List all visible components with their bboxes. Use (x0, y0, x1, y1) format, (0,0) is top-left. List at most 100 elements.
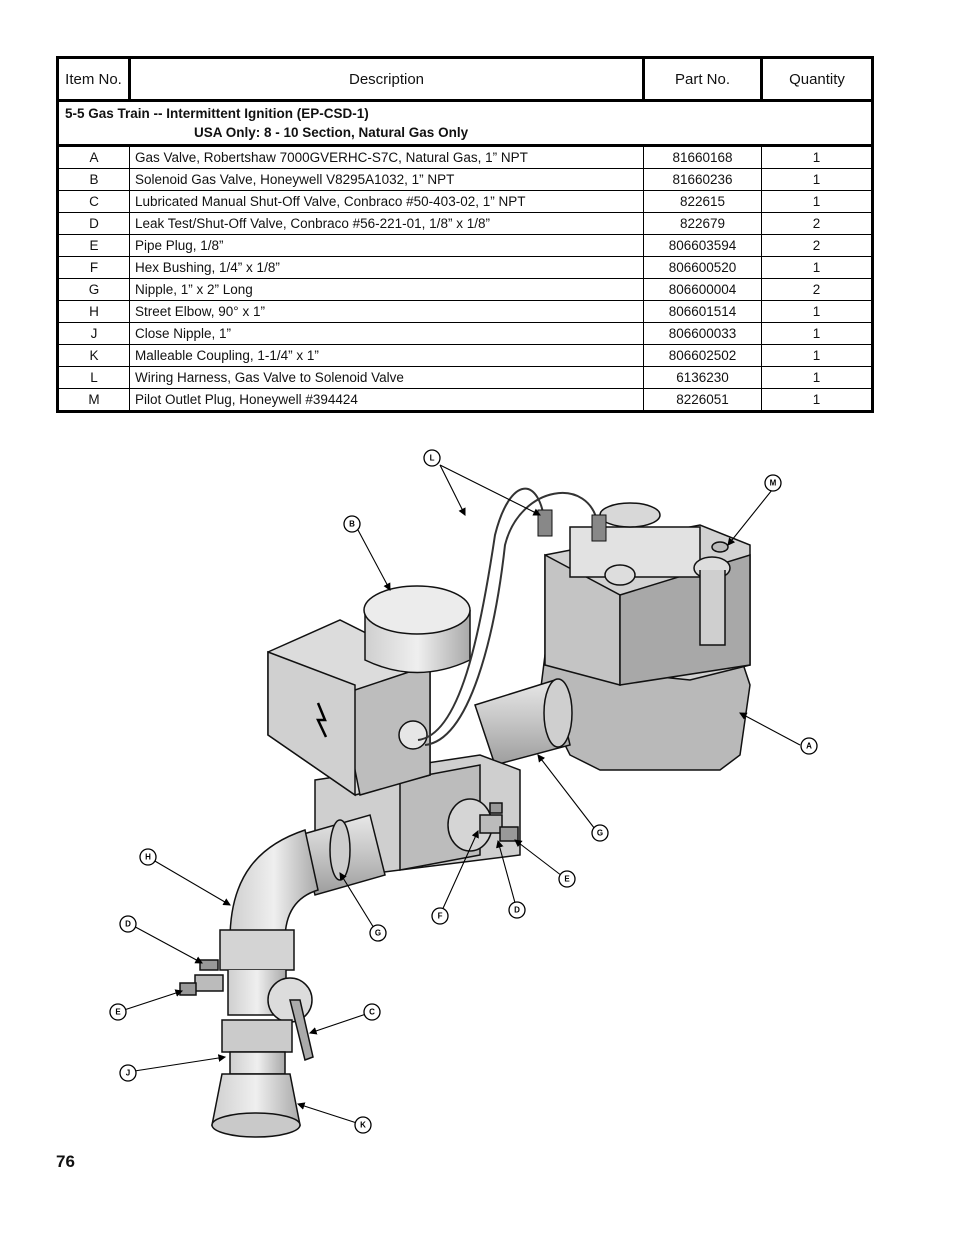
callout-leaders (117, 464, 801, 1126)
quantity-cell: 1 (761, 145, 873, 169)
quantity-cell: 2 (761, 278, 873, 301)
svg-text:D: D (514, 906, 520, 915)
part-no-cell: 822615 (643, 190, 762, 213)
part-no-cell: 806602502 (643, 344, 762, 367)
svg-text:A: A (806, 742, 812, 751)
part-no-cell: 6136230 (643, 366, 762, 389)
callout-labels: L M B A G H G F D E D E C J K (109, 449, 818, 1134)
item-no-cell: E (57, 234, 130, 257)
callout-K: K (354, 1116, 372, 1134)
pipe-assembly (179, 814, 386, 1138)
quantity-cell: 1 (761, 322, 873, 345)
wiring-harness (417, 487, 607, 746)
svg-text:J: J (126, 1069, 130, 1078)
item-no-cell: F (57, 256, 130, 279)
callout-J: J (119, 1064, 137, 1082)
description-cell: Pipe Plug, 1/8” (129, 234, 644, 257)
quantity-cell: 2 (761, 234, 873, 257)
part-no-cell: 806600520 (643, 256, 762, 279)
callout-D-right: D (508, 901, 526, 919)
svg-text:C: C (369, 1008, 375, 1017)
part-no-cell: 806600033 (643, 322, 762, 345)
svg-text:G: G (375, 929, 381, 938)
callout-E-left: E (109, 1003, 127, 1021)
item-no-cell: L (57, 366, 130, 389)
section-title-row: 5-5 Gas Train -- Intermittent Ignition (… (57, 100, 873, 147)
item-no-cell: C (57, 190, 130, 213)
callout-L: L (423, 449, 441, 467)
header-part-no: Part No. (642, 57, 763, 102)
quantity-cell: 1 (761, 168, 873, 191)
svg-text:D: D (125, 920, 131, 929)
part-no-cell: 822679 (643, 212, 762, 235)
callout-D-left: D (119, 915, 137, 933)
svg-text:G: G (597, 829, 603, 838)
svg-text:H: H (145, 853, 151, 862)
quantity-cell: 2 (761, 212, 873, 235)
svg-text:L: L (430, 454, 435, 463)
quantity-cell: 1 (761, 366, 873, 389)
page-number: 76 (56, 1152, 75, 1171)
header-description: Description (129, 57, 644, 102)
part-no-cell: 806601514 (643, 300, 762, 323)
header-item-no: Item No. (57, 57, 131, 102)
callout-M: M (764, 474, 782, 492)
quantity-cell: 1 (761, 300, 873, 323)
svg-text:B: B (349, 520, 355, 529)
item-no-cell: K (57, 344, 130, 367)
part-no-cell: 81660236 (643, 168, 762, 191)
description-cell: Street Elbow, 90° x 1” (129, 300, 644, 323)
svg-text:M: M (770, 479, 777, 488)
parts-table: Item No. Description Part No. Quantity 5… (56, 56, 874, 413)
item-no-cell: A (57, 145, 130, 169)
svg-text:E: E (564, 875, 570, 884)
callout-H: H (139, 848, 157, 866)
description-cell: Solenoid Gas Valve, Honeywell V8295A1032… (129, 168, 644, 191)
description-cell: Close Nipple, 1” (129, 322, 644, 345)
item-no-cell: J (57, 322, 130, 345)
description-cell: Gas Valve, Robertshaw 7000GVERHC-S7C, Na… (129, 145, 644, 169)
item-no-cell: B (57, 168, 130, 191)
svg-text:F: F (438, 912, 443, 921)
gas-train-diagram: L M B A G H G F D E D E C J K (109, 449, 818, 1138)
item-no-cell: H (57, 300, 130, 323)
item-no-cell: D (57, 212, 130, 235)
quantity-cell: 1 (761, 388, 873, 412)
section-title-line1: 5-5 Gas Train -- Intermittent Ignition (… (65, 106, 369, 121)
table-header-row: Item No. Description Part No. Quantity (57, 57, 873, 102)
description-cell: Malleable Coupling, 1-1/4” x 1” (129, 344, 644, 367)
svg-text:E: E (115, 1008, 121, 1017)
item-no-cell: M (57, 388, 130, 412)
callout-F: F (431, 907, 449, 925)
callout-B: B (343, 515, 361, 533)
header-quantity: Quantity (761, 57, 873, 102)
description-cell: Hex Bushing, 1/4” x 1/8” (129, 256, 644, 279)
description-cell: Wiring Harness, Gas Valve to Solenoid Va… (129, 366, 644, 389)
callout-G-upper: G (591, 824, 609, 842)
part-no-cell: 806603594 (643, 234, 762, 257)
quantity-cell: 1 (761, 344, 873, 367)
section-title: 5-5 Gas Train -- Intermittent Ignition (… (57, 100, 873, 147)
callout-G-lower: G (369, 924, 387, 942)
item-no-cell: G (57, 278, 130, 301)
svg-text:K: K (360, 1121, 366, 1130)
section-title-line2: USA Only: 8 - 10 Section, Natural Gas On… (194, 125, 469, 140)
callout-A: A (800, 737, 818, 755)
quantity-cell: 1 (761, 190, 873, 213)
upper-nipple (474, 678, 573, 766)
description-cell: Nipple, 1” x 2” Long (129, 278, 644, 301)
part-no-cell: 8226051 (643, 388, 762, 412)
quantity-cell: 1 (761, 256, 873, 279)
description-cell: Pilot Outlet Plug, Honeywell #394424 (129, 388, 644, 412)
